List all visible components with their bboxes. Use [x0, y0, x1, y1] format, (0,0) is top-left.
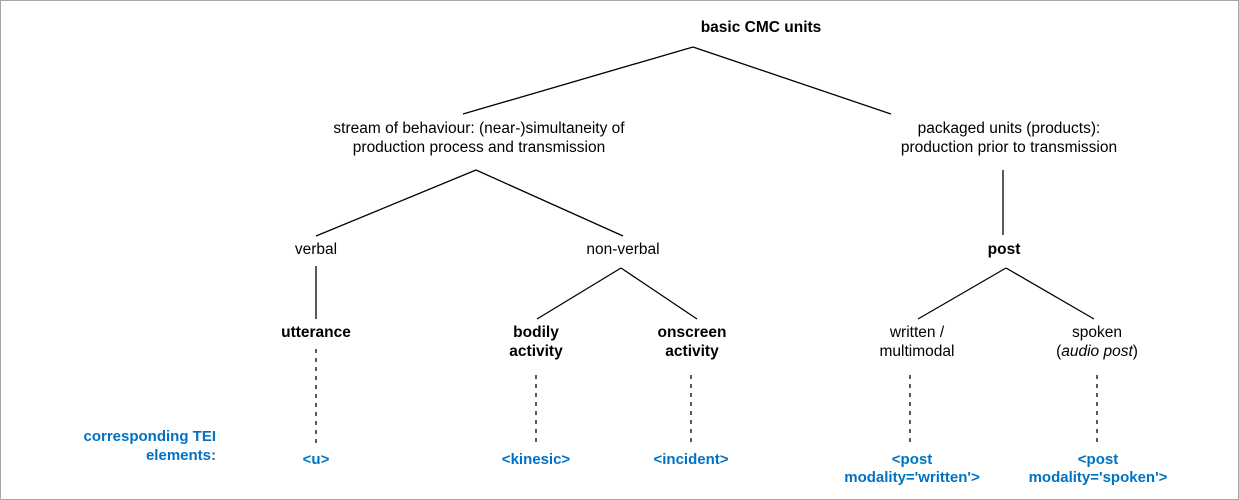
node-utterance: utterance [281, 324, 351, 341]
node-post: post [987, 241, 1021, 258]
edge-root-to-stream [462, 46, 694, 115]
edge-root-to-packaged [692, 46, 892, 115]
tei-element-kinesic: <kinesic> [501, 451, 571, 468]
node-spoken-label: spoken [1072, 324, 1122, 341]
tei-post-spoken-line1: <post [1077, 451, 1119, 468]
tei-element-post-spoken: <post modality='spoken'> [1029, 451, 1168, 488]
tei-post-spoken-line2: modality='spoken'> [1028, 469, 1168, 487]
node-bodily-activity: bodily activity [509, 324, 563, 360]
node-written-multimodal: written / multimodal [879, 324, 955, 360]
node-non-verbal: non-verbal [586, 241, 660, 258]
node-packaged-units: packaged units (products): production pr… [900, 120, 1118, 156]
tei-element-post-written: <post modality='written'> [844, 451, 980, 488]
node-verbal: verbal [294, 241, 338, 258]
paren-open: ( [1056, 342, 1062, 360]
edge-nonverbal-to-bodily [536, 267, 622, 320]
paren-close: ) [1132, 342, 1138, 360]
edge-post-to-spoken [1005, 267, 1095, 320]
legend-corresponding-tei-elements: corresponding TEI elements: [83, 428, 216, 464]
edge-post-to-written [917, 267, 1007, 320]
edge-stream-to-verbal [315, 169, 477, 237]
node-audio-post-italic: audio post [1061, 342, 1133, 360]
edge-stream-to-nonverbal [475, 169, 624, 237]
edge-nonverbal-to-onscreen [620, 267, 698, 320]
tei-element-u: <u> [302, 451, 330, 468]
node-stream-of-behaviour: stream of behaviour: (near-)simultaneity… [333, 120, 625, 156]
tei-post-written-line2: modality='written'> [844, 469, 980, 487]
tei-post-written-line1: <post [891, 451, 933, 468]
node-basic-cmc-units: basic CMC units [700, 19, 822, 36]
node-spoken-audio-post: spoken (audio post) [1056, 324, 1138, 362]
node-onscreen-activity: onscreen activity [657, 324, 727, 360]
tei-element-incident: <incident> [653, 451, 729, 468]
